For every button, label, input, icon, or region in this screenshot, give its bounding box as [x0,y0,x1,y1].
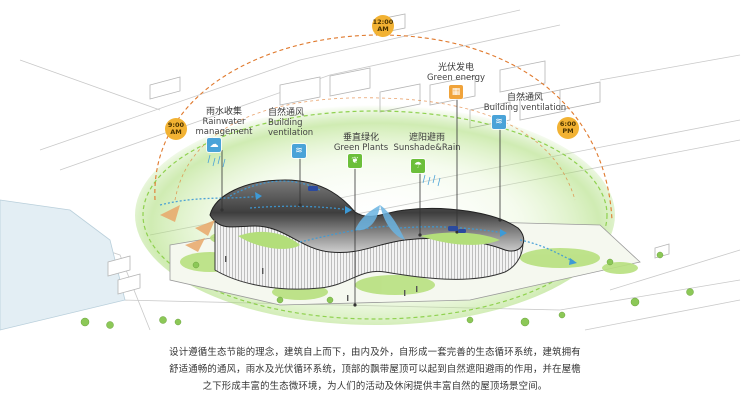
label-rainwater: 雨水收集 Rainwater management [190,107,258,137]
label-solar: 光伏发电 Green energy [425,63,487,83]
wind-thermometer-icon: ≋ [292,144,306,158]
description-caption: 设计遵循生态节能的理念，建筑自上而下，由内及外，自形成一套完善的生态循环系统，建… [150,344,600,395]
leaf-icon: ❦ [348,154,362,168]
label-vent-right: 自然通风 Building ventilation [470,93,580,113]
label-green-plants: 垂直绿化 Green Plants [330,133,392,153]
label-sunshade: 遮阳避雨 Sunshade&Rain [392,133,462,153]
river [0,200,125,330]
caption-line-2: 舒适通畅的通风，雨水及光伏循环系统，顶部的飘带屋顶可以起到自然遮阳避雨的作用，并… [150,361,600,378]
umbrella-icon: ☂ [411,159,425,173]
caption-line-1: 设计遵循生态节能的理念，建筑自上而下，由内及外，自形成一套完善的生态循环系统，建… [150,344,600,361]
solar-panel-icon: ▦ [449,85,463,99]
label-vent-left: 自然通风 Building ventilation [268,108,328,138]
wind-thermometer-icon-right: ≋ [492,115,506,129]
caption-line-3: 之下形成丰富的生态微环境，为人们的活动及休闲提供丰富自然的屋顶场景空间。 [150,378,600,395]
rain-cloud-icon: ☁ [207,138,221,152]
